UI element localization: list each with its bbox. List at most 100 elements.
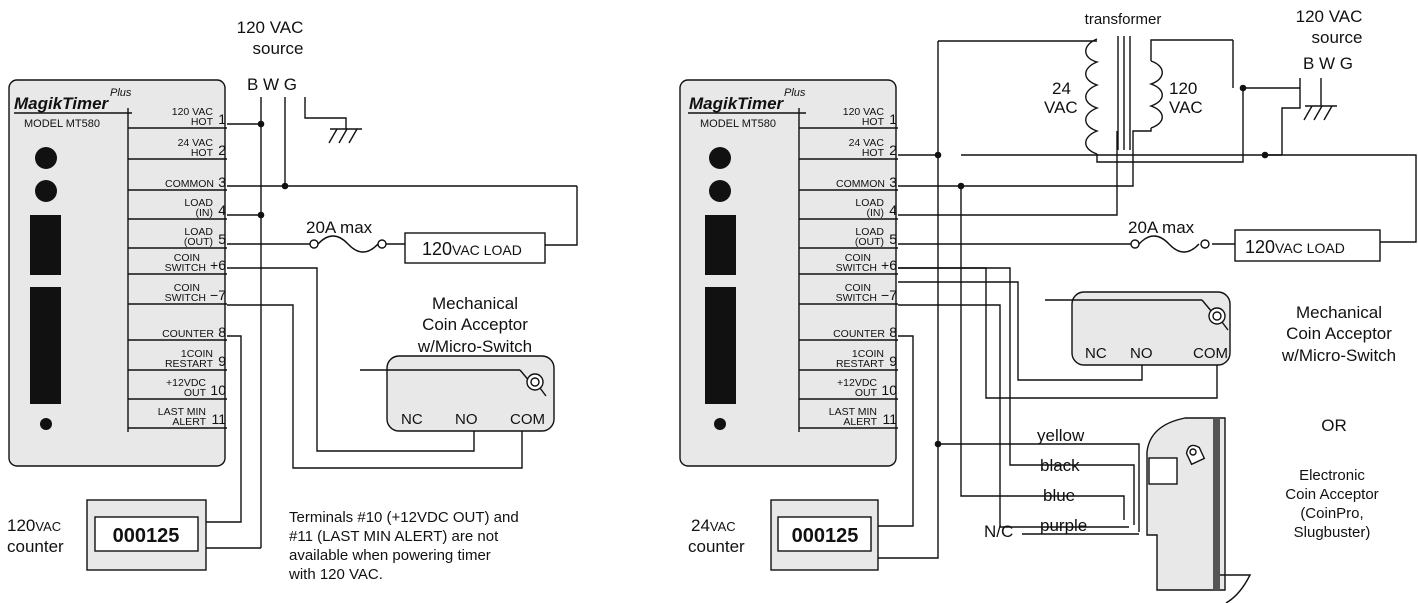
right-fuse-label: 20A max	[1128, 218, 1195, 237]
right-terminal-label: COIN	[845, 282, 871, 294]
wire-nc-label: N/C	[984, 522, 1013, 541]
right-led-3	[714, 418, 726, 430]
left-terminal-sublabel: ALERT	[172, 416, 206, 428]
left-terminal-sublabel: SWITCH	[165, 262, 206, 274]
right-terminal-label: 24 VAC	[849, 137, 885, 149]
wire-yellow: yellow	[1037, 426, 1085, 445]
right-terminal-8: COUNTER 8	[799, 324, 898, 341]
left-terminal-sublabel: SWITCH	[165, 292, 206, 304]
right-acceptor-title-3: w/Micro-Switch	[1281, 346, 1396, 365]
left-terminal-10: OUT+12VDC 10	[128, 377, 227, 400]
right-acceptor-title-1: Mechanical	[1296, 303, 1382, 322]
left-ground-icon	[328, 128, 362, 144]
left-terminal-number: 10	[210, 382, 226, 398]
right-terminal-number: 8	[889, 324, 897, 340]
left-terminal-sublabel: (IN)	[196, 207, 214, 219]
left-terminal-label: LOAD	[184, 226, 213, 238]
right-terminal-number: 2	[889, 142, 897, 158]
right-led-2	[709, 180, 731, 202]
right-terminal-number: 10	[881, 382, 897, 398]
left-diagram: 120 VAC source B W G MagikTimer Plus MOD…	[7, 18, 578, 583]
left-acceptor-nc: NC	[401, 411, 423, 428]
right-terminal-sublabel: HOT	[862, 147, 885, 159]
left-terminal-number: +6	[210, 257, 226, 273]
left-terminal-sublabel: RESTART	[165, 358, 214, 370]
transformer	[1085, 36, 1163, 155]
electronic-label-1: Electronic	[1299, 467, 1365, 484]
electronic-label-3: (CoinPro,	[1300, 505, 1363, 522]
right-terminal-number: 1	[889, 111, 897, 127]
left-note-line-3: available when powering timer	[289, 547, 491, 564]
right-load-label: 120VAC LOAD	[1245, 237, 1345, 257]
right-counter: 24VAC counter 000125	[688, 499, 879, 571]
transformer-left-2: VAC	[1044, 98, 1078, 117]
right-terminal-label: LOAD	[855, 197, 884, 209]
right-counter-display: 000125	[792, 525, 859, 547]
right-terminal-label: 1COIN	[852, 348, 884, 360]
right-terminal-label: +12VDC	[837, 377, 877, 389]
left-terminal-label: COUNTER	[162, 328, 214, 340]
left-counter-label-2: counter	[7, 537, 64, 556]
left-terminal-sublabel: HOT	[191, 147, 214, 159]
right-terminal-sublabel: OUT	[855, 387, 878, 399]
transformer-right-1: 120	[1169, 79, 1197, 98]
left-terminal-number: 2	[218, 142, 226, 158]
right-terminal-label: LAST MIN	[829, 406, 877, 418]
right-terminal-sublabel: (IN)	[867, 207, 885, 219]
right-terminal-sublabel: RESTART	[836, 358, 885, 370]
right-terminal-label: COMMON	[836, 178, 885, 190]
left-terminal-sublabel: OUT	[184, 387, 207, 399]
left-wires	[206, 97, 578, 549]
left-led-1	[35, 147, 57, 169]
right-display-1	[705, 215, 736, 275]
left-counter-label: 120VAC	[7, 516, 61, 535]
right-terminal-3: COMMON 3	[799, 174, 898, 191]
right-timer-brand: MagikTimer	[689, 94, 785, 113]
transformer-label: transformer	[1085, 11, 1162, 28]
left-source-sub: source	[252, 39, 303, 58]
right-acceptor-no: NO	[1130, 345, 1153, 362]
right-source-title: 120 VAC	[1296, 7, 1363, 26]
wire-blue: blue	[1043, 486, 1075, 505]
right-terminal-number: 5	[889, 231, 897, 247]
right-counter-label-2: counter	[688, 537, 745, 556]
left-terminal-label: +12VDC	[166, 377, 206, 389]
right-terminal-label: COUNTER	[833, 328, 885, 340]
left-display-1	[30, 215, 61, 275]
left-terminal-sublabel: HOT	[191, 116, 214, 128]
right-terminal-label: COIN	[845, 252, 871, 264]
left-terminal-number: −7	[210, 287, 226, 303]
electronic-label-4: Slugbuster)	[1294, 524, 1371, 541]
right-acceptor-nc: NC	[1085, 345, 1107, 362]
right-source-bwg: B W G	[1303, 54, 1353, 73]
right-source-sub: source	[1311, 28, 1362, 47]
transformer-left-1: 24	[1052, 79, 1071, 98]
right-acceptor-title-2: Coin Acceptor	[1286, 324, 1392, 343]
right-timer-logo: MagikTimer Plus MODEL MT580	[688, 87, 806, 130]
left-acceptor-no: NO	[455, 411, 478, 428]
left-counter: 120VAC counter 000125	[7, 499, 207, 571]
right-led-1	[709, 147, 731, 169]
left-source-title: 120 VAC	[237, 18, 304, 37]
right-terminal-number: 3	[889, 174, 897, 190]
transformer-right-2: VAC	[1169, 98, 1203, 117]
left-acceptor-com: COM	[510, 411, 545, 428]
right-fuse: 20A max	[1128, 218, 1210, 253]
left-terminal-number: 5	[218, 231, 226, 247]
right-terminal-label: LOAD	[855, 226, 884, 238]
right-counter-label: 24VAC	[691, 516, 736, 535]
right-wires	[878, 39, 1417, 559]
right-terminal-sublabel: SWITCH	[836, 292, 877, 304]
